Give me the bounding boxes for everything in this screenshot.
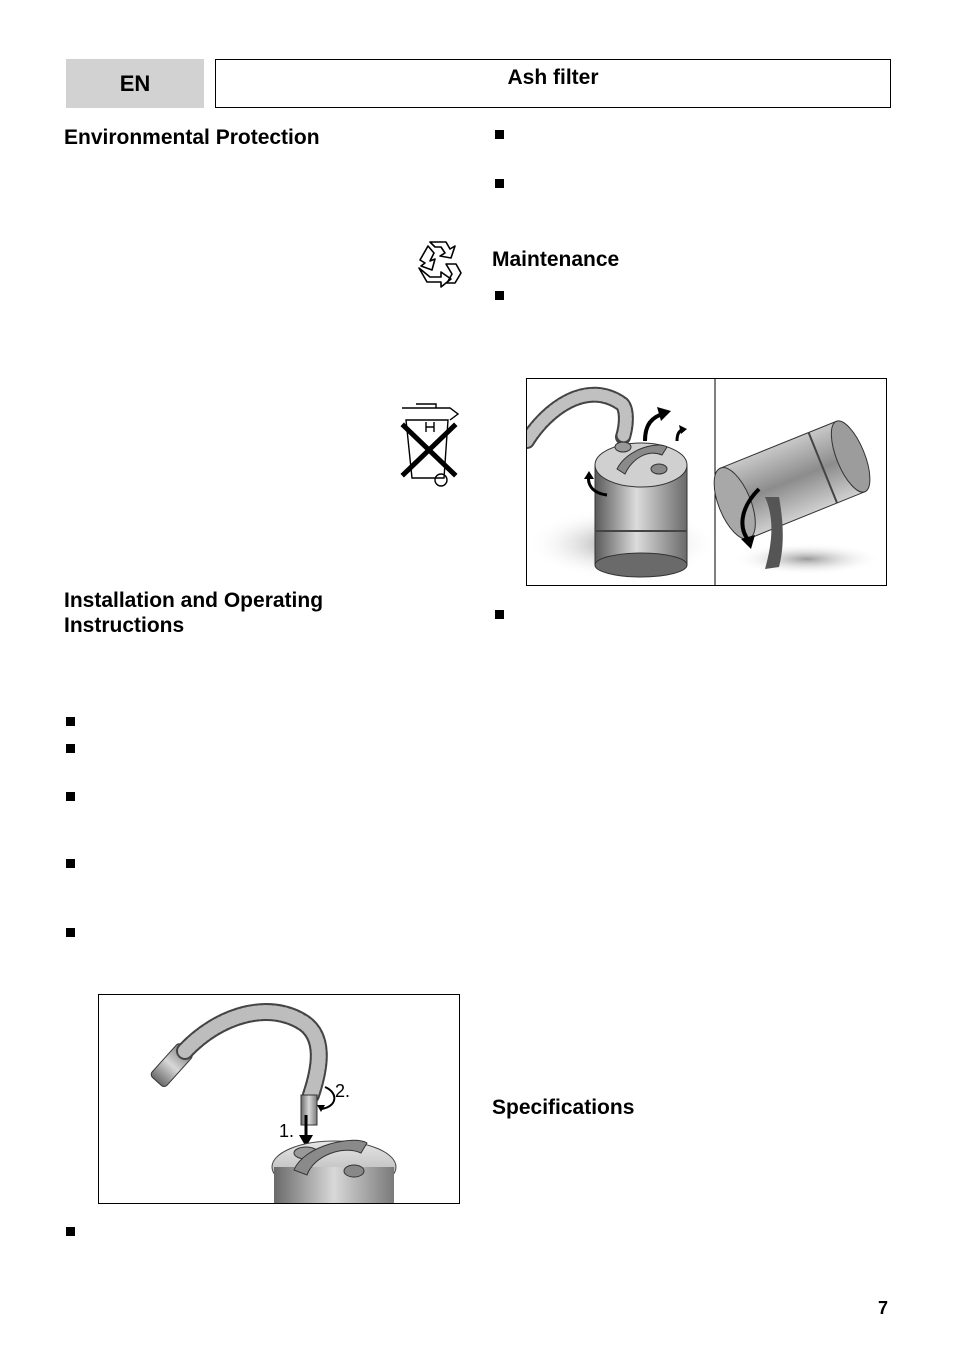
document-title: Ash filter: [507, 66, 599, 89]
recycling-icon: [418, 241, 462, 288]
list-bullet: [66, 717, 75, 726]
figure-hose-fitting: 2. 1.: [98, 994, 460, 1204]
heading-environmental-protection: Environmental Protection: [64, 126, 320, 149]
heading-maintenance: Maintenance: [492, 248, 620, 271]
document-title-box: Ash filter: [215, 59, 891, 108]
list-bullet: [495, 179, 504, 188]
language-tab: EN: [66, 59, 204, 108]
page-number: 7: [877, 1298, 888, 1318]
heading-specifications: Specifications: [492, 1096, 635, 1119]
list-bullet: [495, 130, 504, 139]
step-2-label: 2.: [335, 1081, 350, 1101]
list-bullet: [495, 610, 504, 619]
list-bullet: [66, 792, 75, 801]
heading-installation: Installation and Operating Instructions: [64, 589, 324, 637]
list-bullet: [66, 859, 75, 868]
list-bullet: [66, 928, 75, 937]
crossed-out-bin-icon: [400, 403, 460, 487]
step-1-label: 1.: [279, 1121, 294, 1141]
list-bullet: [495, 291, 504, 300]
list-bullet: [66, 1227, 75, 1236]
language-label: EN: [119, 70, 151, 96]
list-bullet: [66, 744, 75, 753]
figure-emptying-container: [526, 378, 887, 586]
emptying-container-illustration: [527, 379, 882, 585]
hose-fitting-illustration: 2. 1.: [150, 1003, 397, 1203]
